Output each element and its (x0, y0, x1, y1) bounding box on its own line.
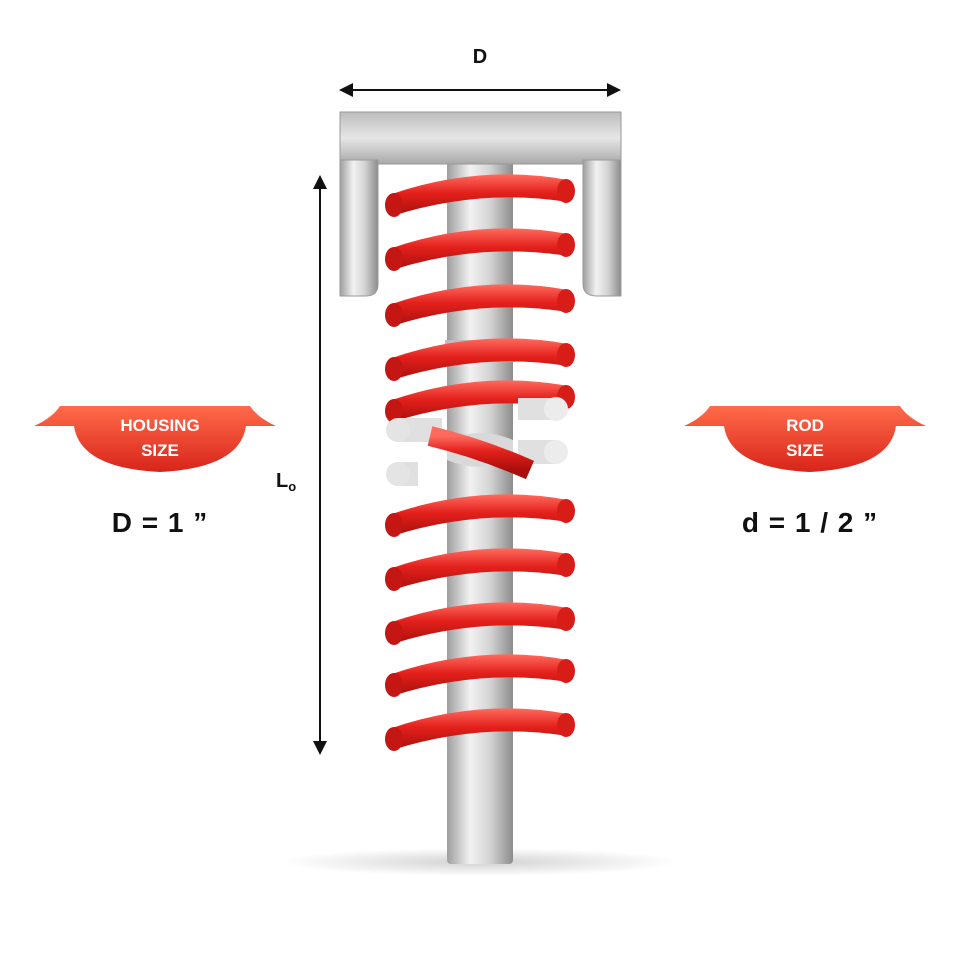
spring-coil-edge (385, 193, 403, 217)
spring-coil-edge (557, 179, 575, 203)
free-length-label: Lo (276, 470, 296, 494)
spring-coil-edge (385, 567, 403, 591)
rod-badge-line2: SIZE (786, 441, 824, 460)
spring-coil-6 (392, 548, 568, 590)
housing-cap (339, 111, 622, 297)
spring-coil-9 (392, 708, 568, 750)
spring-coil-edge (557, 659, 575, 683)
spring-coil-edge (385, 357, 403, 381)
spring-coil-edge (557, 553, 575, 577)
spring-coil-edge (385, 673, 403, 697)
rod-badge-line1: ROD (786, 416, 824, 435)
spring-coil-edge (385, 513, 403, 537)
spring-coil-0 (392, 174, 568, 216)
spring-coil-3 (392, 338, 568, 380)
spring-coil-edge (385, 247, 403, 271)
housing-badge-line1: HOUSING (120, 416, 200, 435)
rod-size-badge (684, 406, 926, 472)
spring-coil-2 (392, 284, 568, 326)
spring-coil-edge (557, 233, 575, 257)
spring-coil-8 (392, 654, 568, 696)
free-length-subscript: o (288, 479, 297, 494)
spring (385, 174, 575, 751)
housing-size-badge (34, 406, 276, 472)
spring-coil-edge (557, 607, 575, 631)
spring-coil-edge (557, 289, 575, 313)
spring-coil-edge (385, 727, 403, 751)
spring-coil-5 (392, 494, 568, 536)
free-length-symbol: L (276, 470, 289, 492)
spring-coil-7 (392, 602, 568, 644)
spring-cut-section (386, 397, 568, 486)
housing-size-badge-text: HOUSING SIZE (80, 413, 240, 463)
spring-coil-edge (385, 399, 403, 423)
spring-coil-4 (392, 380, 568, 422)
spring-coil-edge (557, 713, 575, 737)
rod-size-value: d = 1 / 2 ” (741, 507, 879, 538)
spring-coil-edge (385, 621, 403, 645)
rod-size-badge-text: ROD SIZE (725, 413, 885, 463)
housing-size-value: D = 1 ” (111, 507, 209, 538)
housing-badge-line2: SIZE (141, 441, 179, 460)
spring-coil-edge (385, 303, 403, 327)
spring-coil-1 (392, 228, 568, 270)
spring-coil-edge (557, 499, 575, 523)
spring-coil-edge (557, 343, 575, 367)
housing-diameter-label: D (472, 46, 488, 68)
